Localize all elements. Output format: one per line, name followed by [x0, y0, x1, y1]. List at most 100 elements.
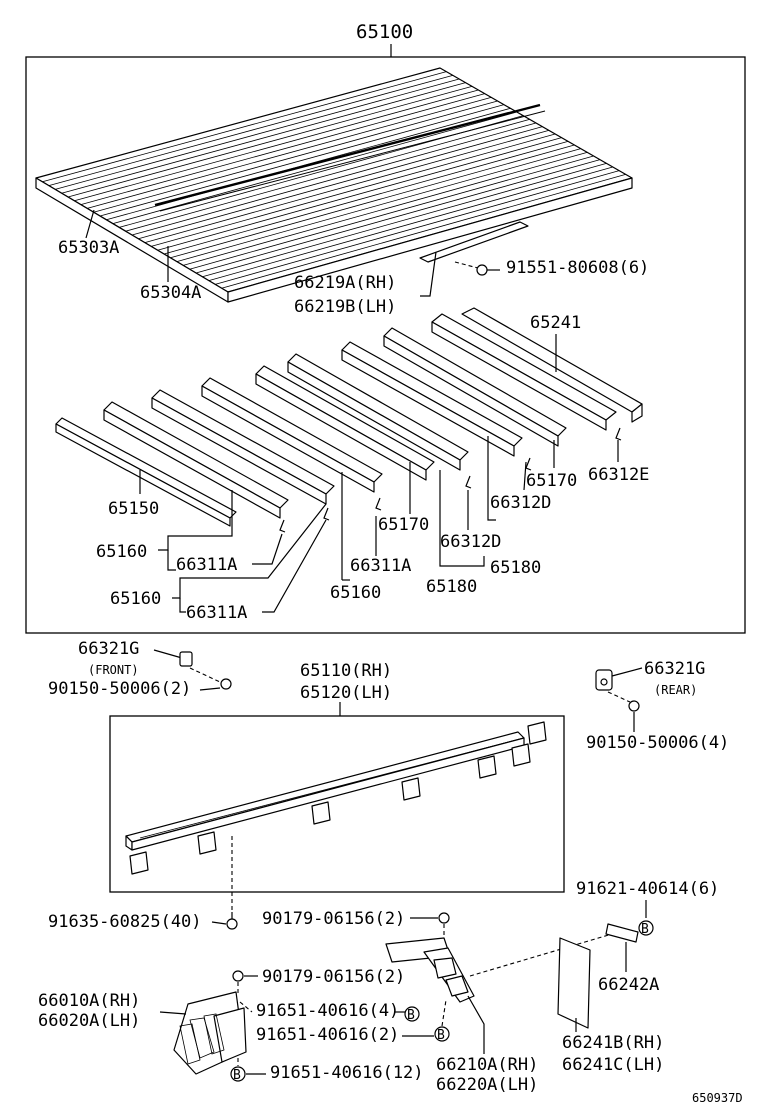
- label-side-rh: 65110(RH): [300, 661, 392, 681]
- stop-front-icon: [179, 651, 232, 690]
- label-cross-1: 65150: [108, 499, 159, 519]
- label-bracket-lh: 66220A(LH): [436, 1075, 538, 1095]
- label-bolt-plate: 91621-40614(6): [576, 879, 719, 899]
- label-cross-2c: 65160: [330, 583, 381, 603]
- side-rail: [125, 731, 525, 851]
- rail-bracket: [401, 777, 421, 801]
- label-screw-front: 90150-50006(2): [48, 679, 191, 699]
- rail-bracket: [527, 721, 547, 745]
- label-cross-180b: 65180: [490, 558, 541, 578]
- callout-b-plate: B: [641, 922, 649, 937]
- rail-brackets: [129, 721, 547, 875]
- cross-member-65160-a: [103, 401, 289, 519]
- rail-bracket: [197, 831, 217, 855]
- rail-bracket: [311, 801, 331, 825]
- label-cross-180a: 65180: [426, 577, 477, 597]
- rail-bracket: [129, 851, 149, 875]
- rail-bracket: [511, 743, 531, 767]
- label-sill-rear: 65241: [530, 313, 581, 333]
- label-clip-d1: 66312D: [440, 532, 501, 552]
- rear-sill-65241: [431, 307, 643, 431]
- cross-member-65170-b: [383, 327, 567, 447]
- assembly-frame-middle: [109, 715, 565, 893]
- label-clip-a3: 66311A: [350, 556, 411, 576]
- bolt-top-icon: [454, 261, 500, 276]
- floor-rib: [55, 78, 460, 190]
- leader-clip-a2: [262, 519, 327, 613]
- label-main-assembly: 65100: [356, 21, 413, 43]
- leader-clip-d2: [523, 461, 527, 491]
- leader-bolt-side: [211, 921, 227, 925]
- label-clip-a2: 66311A: [186, 603, 247, 623]
- floor-rib: [61, 82, 466, 194]
- cross-member-65160-c: [201, 377, 383, 493]
- floor-rib: [189, 155, 594, 270]
- floor-rib: [138, 126, 543, 240]
- label-hinge-rh: 66219A(RH): [294, 273, 396, 293]
- label-screw-rear: 90150-50006(4): [586, 733, 729, 753]
- cross-member-65170-a: [255, 365, 435, 481]
- label-bolt-b3: 91651-40616(12): [270, 1063, 424, 1083]
- floor-rib: [93, 100, 498, 213]
- label-bolt-b2: 91651-40616(2): [256, 1025, 399, 1045]
- nut-mudguard-icon: [232, 970, 244, 996]
- leader-bracket: [467, 995, 485, 1054]
- label-stop-front-note: (FRONT): [88, 663, 139, 677]
- label-clip-a1: 66311A: [176, 555, 237, 575]
- cross-member-65180-a: [287, 353, 469, 471]
- floor-rib: [215, 170, 620, 285]
- hinge-strip: [419, 221, 529, 263]
- label-bolt-b1: 91651-40616(4): [256, 1001, 399, 1021]
- floor-rib: [48, 74, 453, 186]
- floor-rib: [202, 162, 607, 278]
- floor-rib: [144, 129, 549, 243]
- floor-rib: [157, 137, 562, 251]
- bolt-b2-callout-icon: B: [434, 1026, 450, 1043]
- label-cross-2a: 65160: [96, 542, 147, 562]
- label-nut-2: 90179-06156(2): [262, 967, 405, 987]
- bolt-b3-callout-icon: B: [230, 1066, 246, 1083]
- leader-stop-rear: [611, 667, 643, 677]
- label-clip-e: 66312E: [588, 465, 649, 485]
- dash-b1: [239, 1001, 253, 1013]
- label-mudguard-rh: 66010A(RH): [38, 991, 140, 1011]
- floor-rib: [195, 159, 601, 274]
- reinforce-plate: [605, 923, 639, 943]
- bolt-side-icon: [226, 912, 238, 930]
- label-flap-lh: 66241C(LH): [562, 1055, 664, 1075]
- clip-icon: [279, 427, 622, 533]
- cross-member-65150: [55, 417, 237, 527]
- floor-rib: [221, 173, 626, 289]
- leader-cross-2b: [172, 503, 327, 599]
- label-floor-b: 65304A: [140, 283, 201, 303]
- label-hinge-lh: 66219B(LH): [294, 297, 396, 317]
- mud-flap: [557, 937, 591, 1029]
- leader-cross-180b: [487, 436, 496, 521]
- leader-clip-a2-bracket: [179, 598, 186, 613]
- floor-rib: [208, 166, 613, 281]
- mounting-bracket: [385, 937, 475, 1003]
- dash-b2: [441, 999, 447, 1027]
- cross-member-65180-b: [341, 341, 523, 457]
- label-cross-170a: 65170: [378, 515, 429, 535]
- floor-rib: [80, 93, 485, 205]
- bolt-plate-callout-icon: B: [638, 920, 654, 937]
- label-bolt-top: 91551-80608(6): [506, 258, 649, 278]
- leader-floor-a: [85, 209, 95, 239]
- dash-bracket-plate: [469, 933, 613, 977]
- callout-b-1: B: [407, 1008, 415, 1023]
- label-plate: 66242A: [598, 975, 659, 995]
- leader-screw-front: [199, 687, 221, 691]
- label-flap-rh: 66241B(RH): [562, 1033, 664, 1053]
- label-stop-rear: 66321G: [644, 659, 705, 679]
- nut-icon: [438, 912, 450, 944]
- leader-mudguard: [159, 1011, 187, 1015]
- drawing-code: 650937D: [692, 1091, 743, 1105]
- label-stop-rear-note: (REAR): [654, 683, 697, 697]
- label-mudguard-lh: 66020A(LH): [38, 1011, 140, 1031]
- callout-b-2: B: [437, 1028, 445, 1043]
- floor-rib: [176, 148, 581, 262]
- mudguard: [173, 991, 247, 1075]
